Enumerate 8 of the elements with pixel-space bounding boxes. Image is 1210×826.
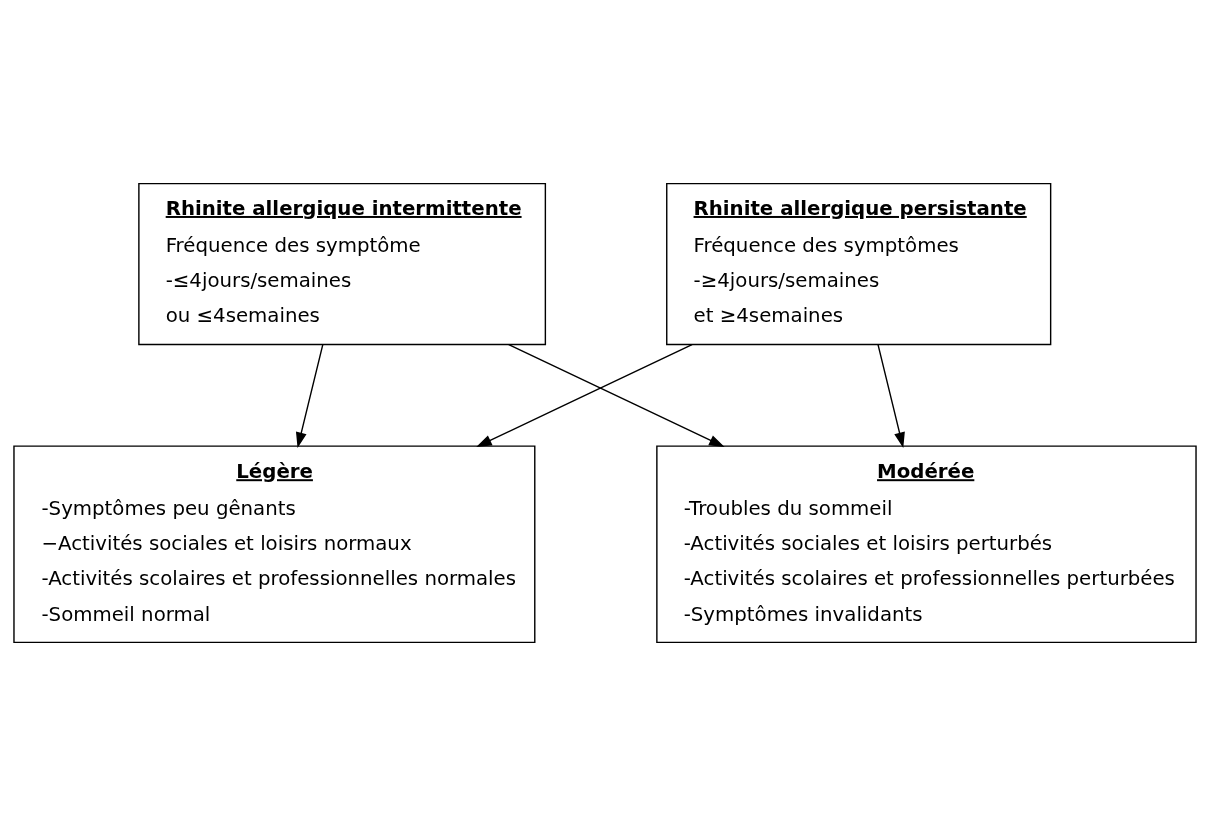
node-box: Légère -Symptômes peu gênants −Activités sociales et loisirs normaux -Activités scolaires et professionnelles normales -Sommeil normal [13,445,536,644]
arrow [476,343,693,448]
node-box: Rhinite allergique persistante Fréquence des symptômes -≥4jours/semaines et ≥4semaines [666,182,1052,346]
arrow [295,343,324,448]
node-box: Rhinite allergique intermittente Fréquence des symptôme -≤4jours/semaines ou ≤4semaines [138,182,547,346]
arrow [877,343,905,448]
arrow [508,343,725,448]
node-box: Modérée -Troubles du sommeil -Activités sociales et loisirs perturbés -Activités scolaires et professionnelles perturbées -Symptômes invalidants [656,445,1197,644]
